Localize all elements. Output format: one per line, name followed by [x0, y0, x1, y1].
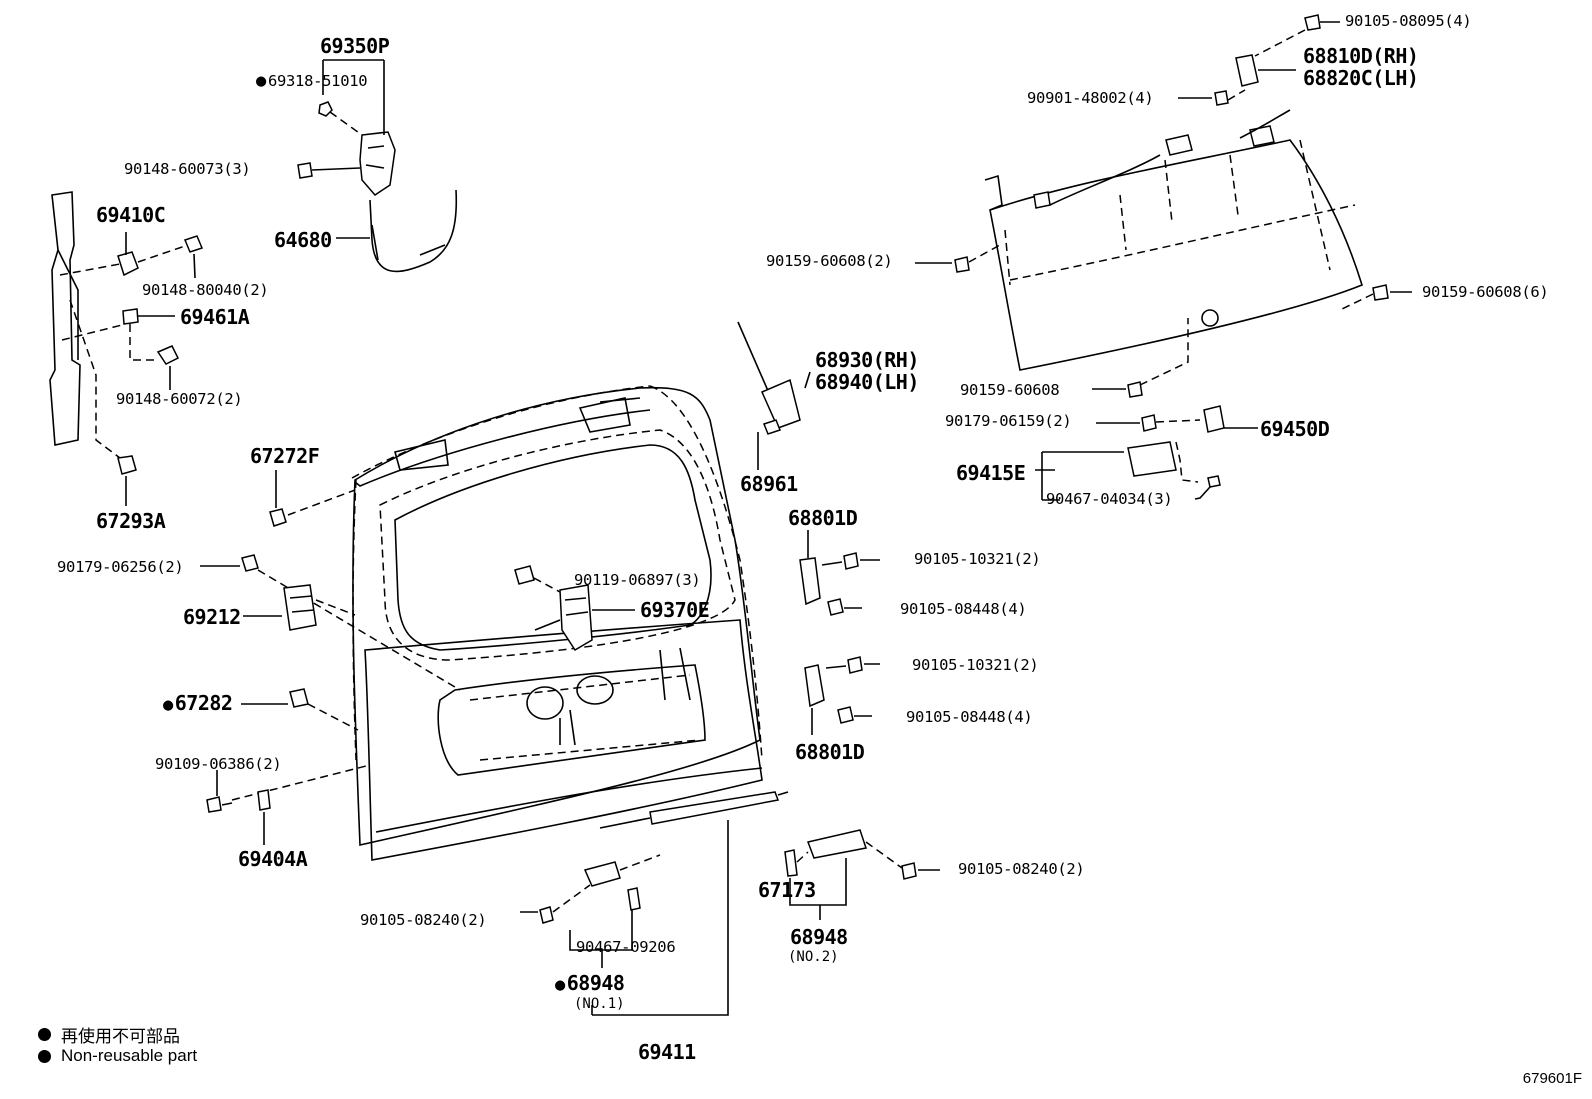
label-90179-06256: 90179-06256(2): [57, 558, 184, 576]
label-90148-60072: 90148-60072(2): [116, 390, 243, 408]
label-68801D-top: 68801D: [788, 506, 858, 530]
label-90105-10321-a: 90105-10321(2): [914, 550, 1041, 568]
label-69350P: 69350P: [320, 34, 390, 58]
label-90105-08448-a: 90105-08448(4): [900, 600, 1027, 618]
legend-english-text: Non-reusable part: [61, 1046, 198, 1065]
bracket-68948-no2: [784, 829, 940, 920]
label-90105-08448-b: 90105-08448(4): [906, 708, 1033, 726]
label-90119-06897: 90119-06897(3): [574, 571, 701, 589]
label-67272F: 67272F: [250, 444, 320, 468]
label-90105-08240-left: 90105-08240(2): [360, 911, 487, 929]
hinges-68801D: [799, 530, 880, 735]
label-67293A: 67293A: [96, 509, 166, 533]
bracket-68948-no1: [520, 854, 661, 968]
label-90105-08240-right: 90105-08240(2): [958, 860, 1085, 878]
left-fasteners: [117, 232, 461, 845]
label-68801D-bottom: 68801D: [795, 740, 865, 764]
label-90148-60073: 90148-60073(3): [124, 160, 251, 178]
label-69410C: 69410C: [96, 203, 166, 227]
door-handle-69370E: [514, 565, 635, 652]
label-69370E: 69370E: [640, 598, 710, 622]
label-67282: 67282: [163, 693, 233, 714]
label-90105-08095: 90105-08095(4): [1345, 12, 1472, 30]
label-69318-51010: 69318-51010: [256, 73, 368, 90]
label-90159-60608-2: 90159-60608(2): [766, 252, 893, 270]
back-door-panel: [351, 385, 763, 861]
legend-english: Non-reusable part: [38, 1046, 197, 1066]
label-90148-80040: 90148-80040(2): [142, 281, 269, 299]
label-69461A: 69461A: [180, 305, 250, 329]
gas-strut-68930: [737, 321, 811, 470]
non-reusable-dot-icon: [38, 1028, 51, 1041]
label-90159-60608: 90159-60608: [960, 381, 1060, 399]
lower-strut-69411: [591, 791, 789, 1016]
lock-assembly-69350P: [297, 59, 458, 273]
label-90109-06386: 90109-06386(2): [155, 755, 282, 773]
label-69212: 69212: [183, 605, 241, 629]
label-68948-no2: 68948: [790, 925, 848, 949]
diagram-code: 679601F: [1522, 1070, 1582, 1087]
rear-pillar-trim: [49, 191, 123, 459]
legend-japanese-text: 再使用不可部品: [61, 1027, 180, 1046]
label-68961: 68961: [740, 472, 798, 496]
legend-japanese: 再使用不可部品: [38, 1022, 180, 1047]
label-90467-04034: 90467-04034(3): [1046, 490, 1173, 508]
label-69411: 69411: [638, 1040, 696, 1064]
label-68930: 68930(RH): [815, 348, 919, 372]
label-90105-10321-b: 90105-10321(2): [912, 656, 1039, 674]
label-68948-no1-sub: (NO.1): [574, 996, 625, 1012]
label-64680: 64680: [274, 228, 332, 252]
label-90179-06159: 90179-06159(2): [945, 412, 1072, 430]
label-69415E: 69415E: [956, 461, 1026, 485]
label-90901-48002: 90901-48002(4): [1027, 89, 1154, 107]
label-67173: 67173: [758, 878, 816, 902]
label-69404A: 69404A: [238, 847, 308, 871]
rear-spoiler-assembly: [915, 14, 1412, 398]
non-reusable-dot-icon: [38, 1049, 51, 1063]
lamp-bracket-69415E: [1035, 405, 1258, 501]
label-90467-09206: 90467-09206: [576, 938, 676, 956]
label-90159-60608-6: 90159-60608(6): [1422, 283, 1549, 301]
label-69450D: 69450D: [1260, 417, 1330, 441]
label-68940: 68940(LH): [815, 370, 919, 394]
label-68810D: 68810D(RH): [1303, 44, 1419, 68]
label-68948-no2-sub: (NO.2): [788, 949, 839, 965]
label-68948-no1: 68948: [555, 973, 625, 994]
label-68820C: 68820C(LH): [1303, 66, 1419, 90]
